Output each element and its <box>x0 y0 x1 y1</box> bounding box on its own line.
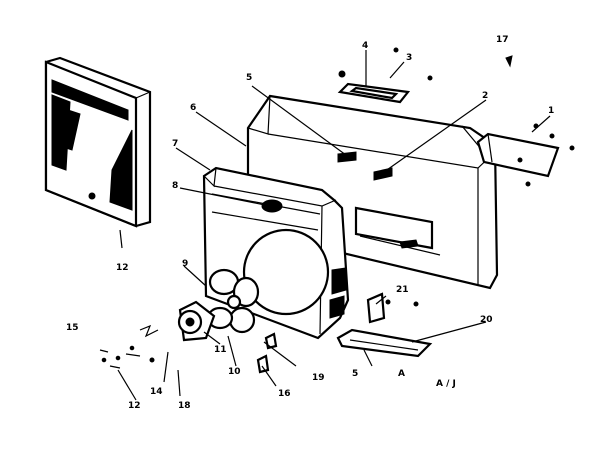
label-12-hardware: 12 <box>128 401 141 411</box>
side-trim-strip <box>476 132 560 178</box>
callout-labels: 1 2 3 4 5 6 7 8 9 10 11 12 12 14 15 16 1… <box>66 35 554 411</box>
leader-lines <box>117 50 551 401</box>
fan-shroud-frame <box>202 166 350 340</box>
label-10: 10 <box>228 367 241 377</box>
carry-handle <box>337 82 411 104</box>
front-grille-panel <box>44 56 152 228</box>
motor <box>177 300 216 342</box>
label-6: 6 <box>190 103 196 113</box>
fan-blade <box>206 268 260 334</box>
label-2: 2 <box>482 91 488 101</box>
label-5-lower: 5 <box>352 369 358 379</box>
label-15: 15 <box>66 323 79 333</box>
label-20: 20 <box>480 315 493 325</box>
label-1: 1 <box>548 106 554 116</box>
label-3: 3 <box>406 53 412 63</box>
main-housing <box>246 94 499 290</box>
label-4: 4 <box>362 41 368 51</box>
label-7: 7 <box>172 139 178 149</box>
label-16: 16 <box>278 389 291 399</box>
label-9: 9 <box>182 259 188 269</box>
label-5: 5 <box>246 73 252 83</box>
label-A: A <box>398 369 405 379</box>
label-12-grille: 12 <box>116 263 129 273</box>
label-17: 17 <box>496 35 509 45</box>
label-19: 19 <box>312 373 325 383</box>
label-14: 14 <box>150 387 163 397</box>
label-11: 11 <box>214 345 227 355</box>
label-18: 18 <box>178 401 191 411</box>
diagram-reference-code: A / J <box>436 379 456 389</box>
small-parts <box>99 47 575 374</box>
label-21: 21 <box>396 285 409 295</box>
label-8: 8 <box>172 181 178 191</box>
